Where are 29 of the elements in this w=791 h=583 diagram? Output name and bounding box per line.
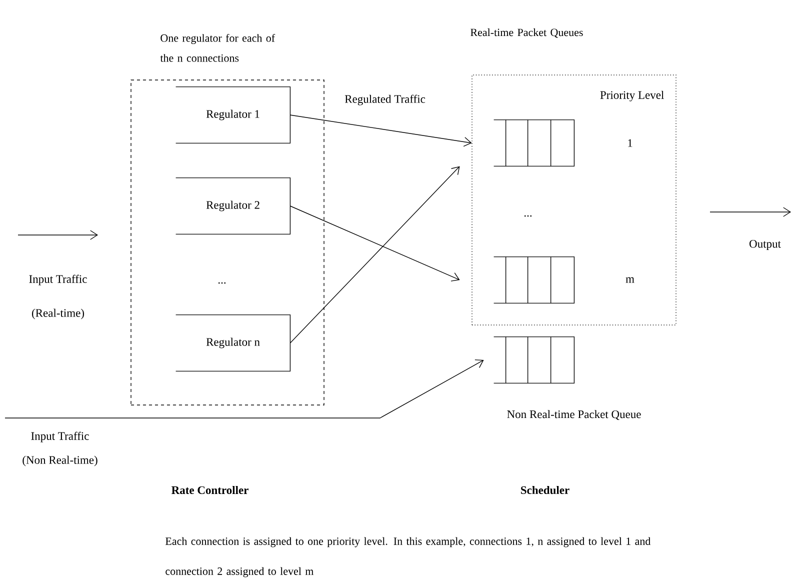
queue-drawing (493, 256, 575, 304)
priority-number: 1 (628, 139, 632, 147)
queue-drawing (493, 336, 575, 384)
arrow (290, 114, 472, 147)
caption: Each connection is assigned to one priority level. In this example, connections 1, n assigned to level 1 and connection 2 assigned to level m (166, 537, 651, 578)
input-label: Input Traffic (29, 274, 87, 286)
output-label: Output (750, 240, 781, 250)
ellipsis: ... (218, 282, 226, 284)
column-heading: Priority Level (600, 90, 664, 102)
heading-text: Real-time Packet Queues (470, 28, 583, 38)
heading-text: One regulator for each of the n connections (160, 34, 276, 62)
priority-number: m (626, 277, 634, 283)
input-label: Input Traffic (31, 432, 89, 442)
regulator-box: Regulator 1 (175, 86, 291, 144)
group-box (130, 34, 324, 406)
arrow (4, 359, 484, 418)
section-title: Scheduler (521, 486, 570, 494)
input-label: (Real-time) (32, 308, 84, 320)
arrow (290, 206, 460, 282)
queue-label: Non Real-time Packet Queue (507, 410, 641, 420)
ellipsis: ... (524, 215, 532, 217)
section-title: Rate Controller (172, 486, 248, 494)
queue-drawing (493, 119, 575, 167)
regulator-box: Regulator 2 (175, 177, 291, 235)
edge-label: Regulated Traffic (344, 94, 426, 106)
group-box (470, 28, 676, 326)
regulator-box: Regulator n (175, 314, 291, 372)
arrow (290, 166, 460, 344)
input-label: (Non Real-time) (22, 456, 98, 466)
